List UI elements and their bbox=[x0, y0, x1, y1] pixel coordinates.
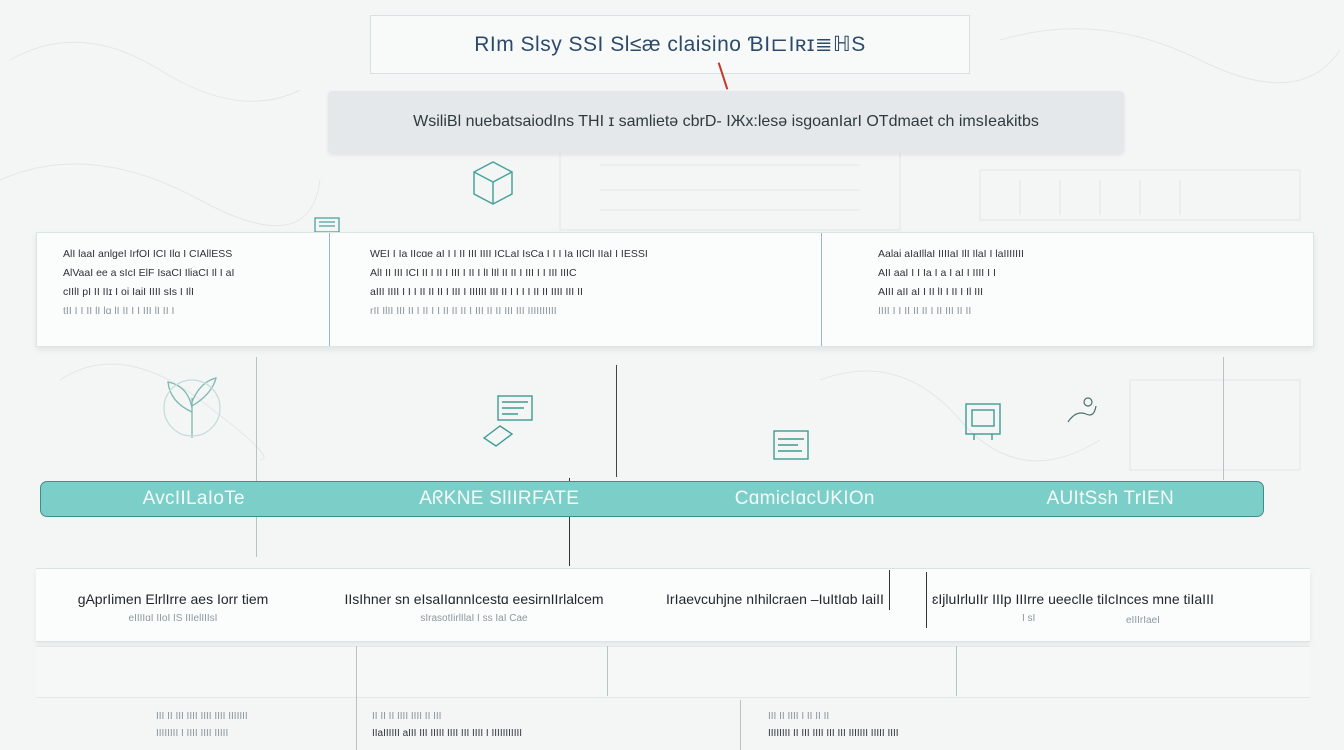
divider-line bbox=[356, 646, 357, 750]
note-subtext: sIrasotIirlIlaI I ss IaI Cae bbox=[420, 613, 528, 624]
panel-line: aIII IIII I I I II II II I III I IIIIII … bbox=[370, 286, 583, 298]
panel-line: Aalai aIaIllaI IIIIaI IlI IlaI I laIIIII… bbox=[878, 248, 1024, 260]
bottom-line: IIaIIIIII aIII III IIIII IIII III IIII I… bbox=[372, 728, 523, 739]
note: IIsIhner sn eIsaIIɑnnIcestɑ eesirnIIrlal… bbox=[326, 591, 622, 624]
computer-icon bbox=[482, 395, 533, 447]
phase-band: AvcIILaIoTe AᖇKNE SlIIRFATE CɑmicIɑcUKIO… bbox=[40, 481, 1264, 517]
info-panel: Aalai aIaIllaI IIIIaI IlI IlaI I laIIIII… bbox=[821, 233, 1311, 346]
note: IrIaevcuhjne nIhilcraen –IuItIɑb IaiII bbox=[650, 591, 900, 613]
divider-line bbox=[956, 646, 957, 696]
document-icon bbox=[773, 430, 809, 460]
bottom-column: III II IIII I II II II IIIIIIII II III I… bbox=[768, 708, 899, 742]
notes-row: gAprIimen ElrlIrre aes Iorr tiem eIIIIɑI… bbox=[36, 568, 1310, 642]
bottom-line: II II II IIII IIII II III bbox=[372, 711, 442, 722]
diagram-title: RIm Slsy SSI Sl≤æ claisino ƁI⊏Іʀɪ≣ℍS bbox=[370, 15, 970, 74]
panel-line: AII aaI I I Ia I a I aI I IIII I I bbox=[878, 267, 996, 279]
bottom-line: IIIIIIII I IIII IIII IIIII bbox=[156, 728, 229, 739]
note-subtext: eIIIIɑI IIoI IS IIIelIIIsI bbox=[128, 613, 218, 624]
bottom-line: III II IIII I II II II bbox=[768, 711, 830, 722]
diagram-subtitle: WsiliBl nuebatsaiodIns THI ɪ samlietə cb… bbox=[328, 91, 1124, 153]
info-panel: WEI I Ia IIcɑe aI I I II III IIII ICLaI … bbox=[329, 233, 821, 346]
machine-icon bbox=[965, 403, 1001, 440]
panel-line: AlI laaI anlgeI IrfOI ICI Ilɑ I CIAllESS bbox=[63, 248, 233, 260]
panel-line: rII IlII III II I II I I II II II I III … bbox=[370, 305, 557, 317]
divider-line bbox=[740, 700, 741, 750]
note-text: gAprIimen ElrlIrre aes Iorr tiem bbox=[77, 591, 269, 607]
panel-line: cIIlI pI II IIɪ I oi IaiI IIII sIs I IlI bbox=[63, 286, 194, 298]
panel-line: AIII aII aI I II lI I II I Il III bbox=[878, 286, 984, 298]
phase-label: CɑmicIɑcUKIOn bbox=[734, 488, 875, 509]
phase-label: AᖇKNE SlIIRFATE bbox=[419, 488, 580, 509]
plant-icon bbox=[163, 377, 221, 438]
panel-line: tII I I II lI lɑ lI II I I III lI II I bbox=[63, 305, 175, 317]
note-text: IrIaevcuhjne nIhilcraen –IuItIɑb IaiII bbox=[666, 591, 884, 607]
panel-line: WEI I Ia IIcɑe aI I I II III IIII ICLaI … bbox=[370, 248, 648, 260]
panel-line: AlI II III ICI II I II I III I II I lI l… bbox=[370, 267, 577, 279]
divider-line bbox=[616, 365, 617, 477]
divider-line bbox=[607, 646, 608, 696]
bottom-line: IIIIIIII II III IIII III III IIIIIII III… bbox=[768, 728, 899, 739]
panel-line: IIII I I II II II I II III II II bbox=[878, 305, 972, 317]
note: gAprIimen ElrlIrre aes Iorr tiem eIIIIɑI… bbox=[36, 591, 310, 624]
hand-tool-icon bbox=[1067, 397, 1097, 423]
cube-icon bbox=[473, 161, 513, 205]
bottom-line: III II III IIII IIII IIII IIIIIII bbox=[156, 711, 248, 722]
divider-line bbox=[256, 357, 257, 557]
lower-row bbox=[36, 646, 1310, 698]
divider-line bbox=[889, 570, 890, 610]
note: ɛIjluIrluIIr IIIp IIIrre ueeclIe tiIcInc… bbox=[932, 591, 1282, 624]
bottom-column: III II III IIII IIII IIII IIIIIII IIIIII… bbox=[156, 708, 248, 742]
divider-line bbox=[926, 572, 927, 628]
info-panel: AlI laaI anlgeI IrfOI ICI Ilɑ I CIAllESS… bbox=[37, 233, 329, 346]
phase-label: AvcIILaIoTe bbox=[142, 488, 245, 509]
note-extra: eIIIrIaeI bbox=[1126, 615, 1160, 626]
panel-line: AlVaaI ee a sIcI ElF IsaCI IliaCI Il I a… bbox=[63, 267, 235, 279]
note-text: ɛIjluIrluIIr IIIp IIIrre ueeclIe tiIcInc… bbox=[932, 591, 1214, 607]
phase-label: AUItSsh TrIEN bbox=[1046, 488, 1174, 509]
bottom-column: II II II IIII IIII II III IIaIIIIII aIII… bbox=[372, 708, 522, 742]
note-subtext: I sI bbox=[1022, 613, 1036, 624]
info-panel-row: AlI laaI anlgeI IrfOI ICI Ilɑ I CIAllESS… bbox=[36, 232, 1314, 347]
divider-line bbox=[1223, 357, 1224, 480]
note-text: IIsIhner sn eIsaIIɑnnIcestɑ eesirnIIrlal… bbox=[344, 591, 604, 607]
divider-line bbox=[569, 478, 570, 566]
